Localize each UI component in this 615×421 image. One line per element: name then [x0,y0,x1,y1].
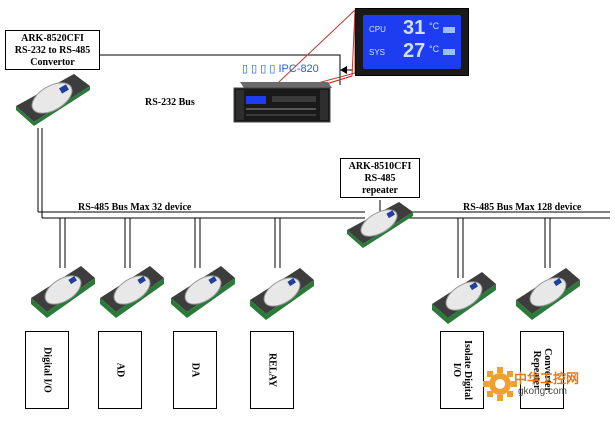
device-module-2 [96,262,168,322]
repeater-title-line-1: ARK-8510CFI [348,161,412,172]
lcd-bar-top [443,27,455,33]
converter-title-line-1: ARK-8520CFI [21,33,84,44]
device-box-converter-repeater: Converter Repeater [520,331,564,409]
rs232-arrow-head [340,66,347,74]
rs485-left-bus-label: RS-485 Bus Max 32 device [78,202,192,213]
rs232-bus-label: RS-232 Bus [145,97,195,108]
repeater-title-line-3: repeater [362,185,398,196]
device-box-da: DA [173,331,217,409]
device-box-digital-io: Digital I/O [25,331,69,409]
converter-title-line-3: Convertor [30,57,75,68]
device-module-4 [246,264,318,324]
converter-title-line-2: RS-232 to RS-485 [14,45,91,56]
device-box-ad: AD [98,331,142,409]
lcd-cpu-value: 31 [403,17,426,39]
ipc-label-row: ▯ ▯ ▯ ▯ IPC-820 [242,62,319,75]
converter-title-box: ARK-8520CFI RS-232 to RS-485 Convertor [5,30,100,70]
device-label-da: DA [189,362,201,378]
device-label-isolate-digital-io: Isolate Digital I/O [451,340,473,400]
gear-icon [483,367,517,401]
device-module-6 [512,264,584,324]
ipc-dots: ▯ ▯ ▯ ▯ [242,63,279,75]
ipc-label: IPC-820 [278,63,319,75]
converter-module-icon [16,74,90,126]
device-module-2-icon [100,266,164,318]
device-label-relay: RELAY [266,352,278,388]
repeater-title-line-2: RS-485 [364,173,396,184]
lcd-cpu-unit: °C [429,21,440,31]
ipc-chassis [232,78,332,126]
lcd-sys-unit: °C [429,44,440,54]
repeater-title-box: ARK-8510CFI RS-485 repeater [340,158,420,198]
lcd-inset: CPU 31 °C SYS 27 °C [355,8,469,76]
watermark: 中华工控网 gkong.com [480,364,610,404]
device-box-isolate-digital-io: Isolate Digital I/O [440,331,484,409]
lcd-sys-value: 27 [403,40,426,62]
device-module-5-icon [432,272,496,324]
lcd-screen: CPU 31 °C SYS 27 °C [363,15,461,69]
converter-module [12,72,92,128]
watermark-url: gkong.com [518,386,567,397]
device-module-1 [27,262,99,322]
device-module-3 [167,262,239,322]
ipc-chassis-drawing [233,82,332,123]
device-module-3-icon [171,266,235,318]
device-label-digital-io: Digital I/O [41,347,53,393]
repeater-module-icon [347,202,413,248]
device-module-6-icon [516,268,580,320]
rs485-right-bus-label: RS-485 Bus Max 128 device [463,202,582,213]
device-module-5 [428,268,500,328]
device-box-relay: RELAY [250,331,294,409]
device-label-ad: AD [114,362,126,378]
device-module-1-icon [31,266,95,318]
lcd-bar-bottom [443,49,455,55]
lcd-sys-label: SYS [369,48,386,57]
bus-drops-left [59,218,281,268]
bus-drops-right [457,218,551,278]
lcd-cpu-label: CPU [369,25,386,34]
device-module-4-icon [250,268,314,320]
watermark-text: 中华工控网 [514,371,580,386]
repeater-module [343,200,415,250]
